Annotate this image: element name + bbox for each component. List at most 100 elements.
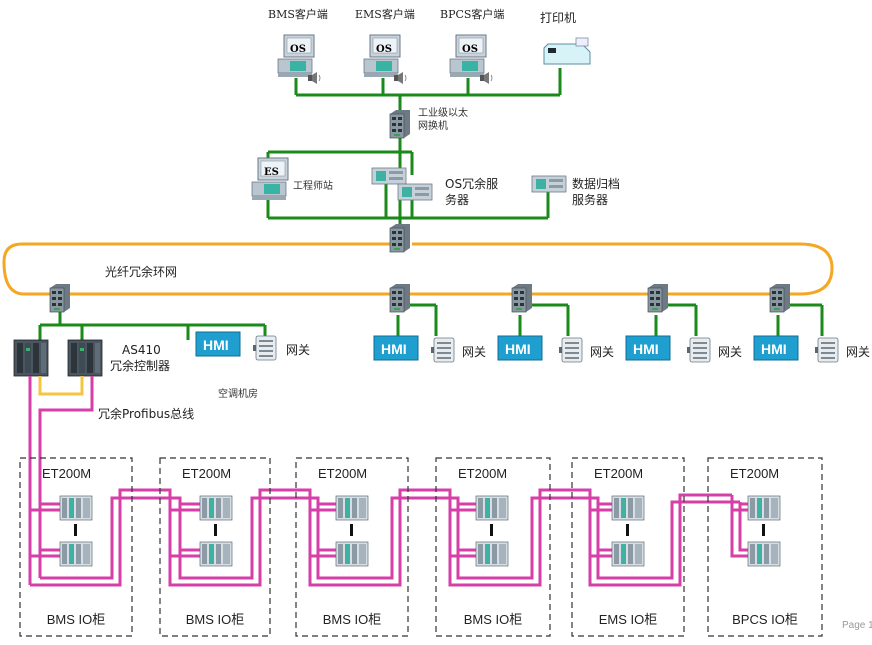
io-module-icon — [59, 541, 93, 567]
gateway-label: 网关 — [286, 343, 310, 357]
hmi-group-4[interactable]: HMI 网关 — [625, 335, 742, 363]
es-screen-text: ES — [264, 167, 279, 178]
hmi-group-2[interactable]: HMI 网关 — [373, 335, 486, 363]
archive-label-line2: 服务器 — [572, 192, 608, 207]
hmi-label: HMI — [203, 337, 229, 353]
io-cabinet[interactable]: ET200M BMS IO柜 — [435, 457, 551, 637]
fiber-ring — [2, 242, 834, 296]
server-icon — [371, 167, 407, 185]
gateway-label: 网关 — [718, 345, 742, 359]
io-module-icon — [475, 495, 509, 521]
redundancy-sync-link — [38, 376, 84, 396]
hmi-group-3[interactable]: HMI 网关 — [497, 335, 614, 363]
hmi-panel — [373, 335, 419, 361]
engineer-station[interactable]: ES 工程师站 — [251, 157, 333, 201]
gateway-icon — [252, 335, 277, 361]
archive-label-line1: 数据归档 — [572, 176, 620, 191]
switch-label-line2: 网换机 — [418, 119, 448, 132]
hmi-panel — [195, 331, 241, 357]
module-link — [74, 524, 77, 536]
os-redundant-server[interactable]: OS冗余服 务器 — [371, 167, 498, 207]
io-module-icon — [611, 541, 645, 567]
io-cabinet[interactable]: ET200M BMS IO柜 — [159, 457, 271, 637]
cabinet-border — [571, 457, 685, 637]
fiber-ring-label: 光纤冗余环网 — [105, 264, 177, 279]
hmi-label: HMI — [761, 341, 787, 357]
hmi-label: HMI — [633, 341, 659, 357]
ring-switch-icon[interactable] — [389, 283, 411, 313]
io-cabinet-label: BMS IO柜 — [47, 612, 106, 627]
cabinet-border — [19, 457, 133, 637]
os-screen-text: OS — [290, 44, 306, 55]
printer-label: 打印机 — [540, 11, 576, 25]
io-cabinet-label: BMS IO柜 — [464, 612, 523, 627]
io-module-icon — [335, 541, 369, 567]
gateway-icon — [558, 337, 583, 363]
printer[interactable]: 打印机 — [540, 11, 591, 65]
controller-label-line2: 冗余控制器 — [110, 358, 170, 373]
server-icon — [397, 183, 433, 201]
io-cabinet[interactable]: ET200M EMS IO柜 — [571, 457, 685, 637]
ring-switch-icon[interactable] — [769, 283, 791, 313]
ring-switch-icon[interactable] — [647, 283, 669, 313]
hmi-group-ac-room[interactable]: HMI 网关 — [195, 331, 310, 361]
profibus-bus — [28, 376, 750, 587]
client-bms[interactable]: BMS客户端 OS — [268, 7, 328, 85]
ring-switch-icon[interactable] — [511, 283, 533, 313]
io-cabinet-label: BMS IO柜 — [186, 612, 245, 627]
cabinet-border — [707, 457, 823, 637]
ac-room-label: 空调机房 — [218, 387, 258, 400]
et200m-label: ET200M — [182, 466, 231, 481]
client-label: BMS客户端 — [268, 7, 328, 21]
client-ems[interactable]: EMS客户端 OS — [355, 7, 415, 85]
io-module-icon — [747, 541, 781, 567]
gateway-icon — [686, 337, 711, 363]
io-module-icon — [199, 495, 233, 521]
io-module-icon — [59, 495, 93, 521]
module-link — [762, 524, 765, 536]
ethernet-top-bus — [266, 68, 562, 230]
cabinet-border — [295, 457, 409, 637]
io-module-icon — [335, 495, 369, 521]
os-server-label-line1: OS冗余服 — [445, 176, 498, 191]
client-bpcs[interactable]: BPCS客户端 OS — [440, 7, 504, 85]
ring-switch-icon[interactable] — [49, 283, 71, 313]
controller-icon — [13, 339, 49, 377]
hmi-label: HMI — [505, 341, 531, 357]
io-cabinet[interactable]: ET200M BMS IO柜 — [19, 457, 133, 637]
module-link — [214, 524, 217, 536]
gateway-icon — [430, 337, 455, 363]
hmi-label: HMI — [381, 341, 407, 357]
profibus-label: 冗余Profibus总线 — [98, 406, 194, 421]
io-module-icon — [611, 495, 645, 521]
os-screen-text: OS — [376, 44, 392, 55]
controller-icon — [67, 339, 103, 377]
os-server-label-line2: 务器 — [445, 192, 469, 207]
controller-label-line1: AS410 — [122, 343, 161, 357]
gateway-label: 网关 — [462, 345, 486, 359]
gateway-label: 网关 — [846, 345, 870, 359]
et200m-label: ET200M — [458, 466, 507, 481]
et200m-label: ET200M — [318, 466, 367, 481]
et200m-label: ET200M — [42, 466, 91, 481]
gateway-icon — [814, 337, 839, 363]
io-module-icon — [475, 541, 509, 567]
io-module-icon — [199, 541, 233, 567]
cabinet-border — [159, 457, 271, 637]
printer-icon — [543, 37, 591, 65]
archive-server[interactable]: 数据归档 服务器 — [531, 175, 620, 207]
hmi-group-5[interactable]: HMI 网关 — [753, 335, 870, 363]
io-module-icon — [747, 495, 781, 521]
client-label: BPCS客户端 — [440, 7, 504, 21]
et200m-label: ET200M — [594, 466, 643, 481]
industrial-ethernet-switch[interactable]: 工业级以太 网换机 — [389, 106, 468, 139]
as410-redundant-controller[interactable]: AS410 冗余控制器 — [13, 339, 170, 377]
ring-core-switch-icon[interactable] — [389, 223, 411, 253]
et200m-label: ET200M — [730, 466, 779, 481]
io-cabinet-label: EMS IO柜 — [599, 612, 658, 627]
ethernet-field-links — [38, 303, 824, 340]
switch-label-line1: 工业级以太 — [418, 106, 468, 119]
